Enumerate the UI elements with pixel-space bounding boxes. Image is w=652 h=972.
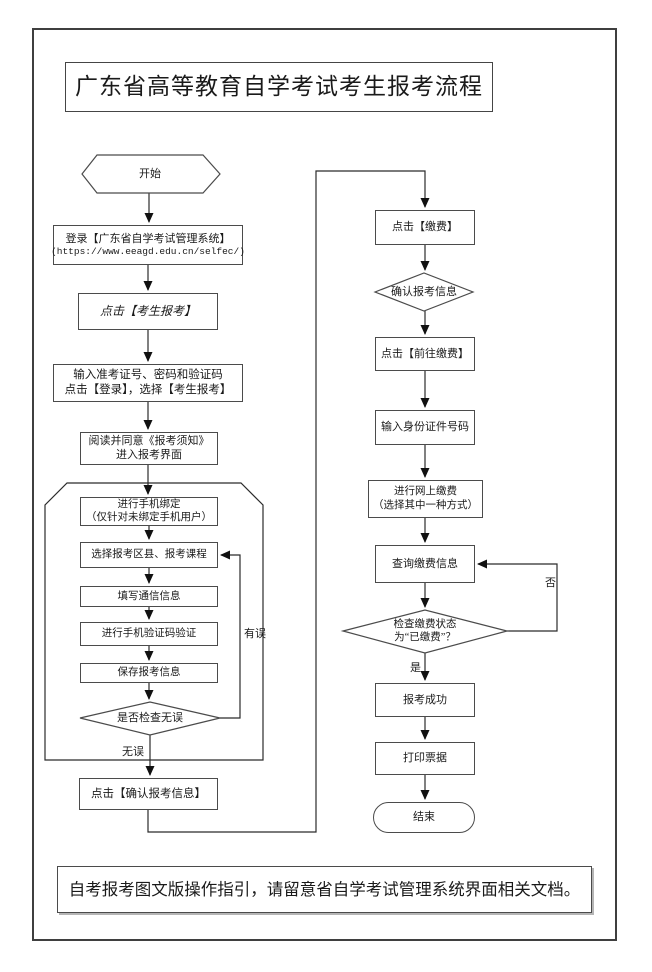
edge-confirm-to-pay — [147, 170, 430, 833]
node-print-receipt: 打印票据 — [375, 742, 475, 775]
node-save-info: 保存报考信息 — [80, 663, 218, 683]
node-bind-phone: 进行手机绑定 （仅针对未绑定手机用户） — [80, 497, 218, 526]
node-verify-phone: 进行手机验证码验证 — [80, 622, 218, 646]
edge-notpaid-loop — [477, 559, 558, 632]
edge-label-no: 否 — [545, 577, 556, 589]
node-click-register: 点击【考生报考】 — [78, 293, 218, 330]
check-paid-diamond — [340, 609, 510, 654]
page-border — [32, 28, 617, 941]
edge-label-has-error: 有误 — [244, 628, 266, 640]
login-url: (https://www.eeagd.edu.cn/selfec/) — [51, 245, 245, 257]
start-hexagon — [81, 154, 221, 194]
node-login-system: 登录【广东省自学考试管理系统】 (https://www.eeagd.edu.c… — [51, 225, 245, 265]
footer-note: 自考报考图文版操作指引，请留意省自学考试管理系统界面相关文档。 — [57, 866, 592, 913]
edge-label-yes: 是 — [410, 662, 421, 674]
node-check-paid: 检查缴费状态 为“已缴费”？ — [393, 618, 457, 643]
node-end: 结束 — [373, 802, 475, 833]
node-confirm-info: 点击【确认报考信息】 — [79, 778, 218, 810]
page-title-text: 广东省高等教育自学考试考生报考流程 — [75, 74, 483, 100]
edge-error-loop — [220, 550, 241, 719]
phone-binding-group-frame — [44, 482, 264, 761]
node-online-pay: 进行网上缴费 （选择其中一种方式） — [368, 480, 483, 518]
node-goto-pay: 点击【前往缴费】 — [375, 337, 475, 371]
node-fill-contact: 填写通信信息 — [80, 586, 218, 607]
page-title: 广东省高等教育自学考试考生报考流程 — [65, 62, 493, 112]
check-correct-diamond — [79, 701, 221, 736]
confirm-reg-info-diamond — [373, 272, 475, 312]
node-confirm-reg-info: 确认报考信息 — [391, 285, 457, 298]
node-check-correct: 是否检查无误 — [117, 711, 183, 724]
node-query-payment: 查询缴费信息 — [375, 545, 475, 583]
node-enter-id: 输入身份证件号码 — [375, 410, 475, 445]
node-select-courses: 选择报考区县、报考课程 — [80, 542, 218, 568]
node-enter-credentials: 输入准考证号、密码和验证码 点击【登录】，选择【考生报考】 — [53, 364, 243, 402]
edge-label-no-error: 无误 — [122, 746, 144, 758]
node-start: 开始 — [139, 167, 161, 180]
node-read-notice: 阅读并同意《报考须知》 进入报考界面 — [80, 432, 218, 465]
node-click-pay: 点击【缴费】 — [375, 210, 475, 245]
node-success: 报考成功 — [375, 683, 475, 717]
